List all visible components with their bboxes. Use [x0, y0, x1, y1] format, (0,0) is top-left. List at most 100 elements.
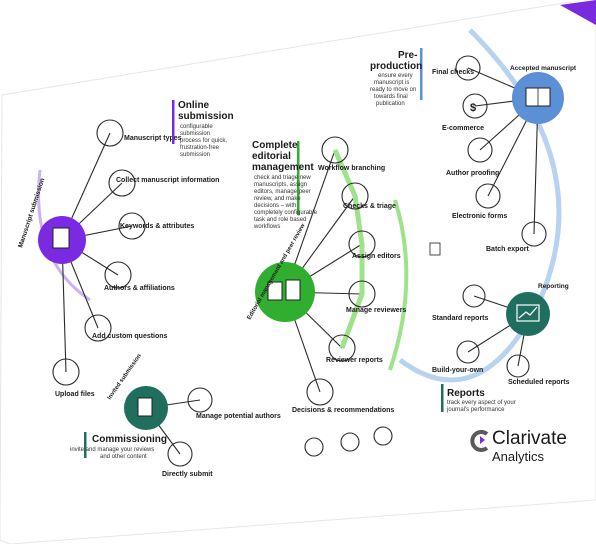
collect-info-node [108, 169, 136, 197]
reporting-cluster: Reporting Standard reports Build-your-ow… [432, 283, 570, 413]
standard-reports-label: Standard reports [432, 315, 489, 322]
electronic-forms-node [475, 183, 501, 209]
complete-desc-3: review, and make [254, 196, 301, 202]
complete-desc-0: check and triage new [254, 175, 311, 181]
custom-questions-label: Add custom questions [92, 333, 168, 340]
build-your-own-label: Build-your-own [432, 367, 483, 374]
mini-node-2 [340, 432, 360, 452]
mini-node-3 [373, 426, 393, 446]
decisions-node [306, 378, 334, 406]
ecommerce-label: E-commerce [442, 125, 484, 132]
keywords-label: Keywords & attributes [120, 223, 194, 230]
corner-accent [560, 0, 596, 25]
reviewer-reports-node [328, 334, 356, 362]
final-checks-node [455, 55, 481, 81]
directly-submit-label: Directly submit [162, 471, 213, 478]
brand-subname: Analytics [492, 449, 545, 464]
author-proofing-node [467, 137, 493, 163]
collect-info-label: Collect manuscript information [116, 177, 219, 184]
checklist-icon [137, 397, 153, 417]
online-desc-3: frustration-free [180, 145, 220, 151]
keywords-node [118, 212, 146, 240]
complete-desc-7: workflows [253, 224, 280, 230]
online-desc-0: configurable [180, 124, 213, 130]
logo-mark [470, 430, 489, 452]
people-icon [267, 281, 283, 301]
reports-title: Reports [447, 388, 485, 399]
complete-editorial-block: Complete editorial management check and … [252, 140, 318, 230]
preproduction-desc-2: ready to move on [370, 87, 416, 93]
invited-cluster: Invited submission Manage potential auth… [70, 353, 281, 478]
accepted-hub-label: Accepted manuscript [510, 65, 577, 72]
complete-desc-5: completely configurable [254, 210, 318, 216]
preproduction-block: Pre- production ensure every manuscript … [370, 48, 423, 107]
complete-title-1: Complete [252, 140, 298, 151]
complete-desc-6: task and role based [254, 217, 306, 223]
checks-triage-label: Checks & triage [343, 203, 396, 210]
reports-desc-0: track every aspect of your [447, 400, 516, 406]
clarivate-logo: Clarivate Analytics [470, 428, 567, 464]
checks-triage-node [341, 182, 369, 210]
workflow-branching-node [321, 136, 349, 164]
online-desc-1: submission [180, 131, 210, 137]
final-checks-label: Final checks [432, 69, 474, 76]
directly-submit-node [167, 441, 193, 467]
dollar-icon: $ [470, 102, 476, 114]
online-desc-4: submission [180, 152, 210, 158]
commissioning-desc-0: invite and manage your reviews [70, 447, 154, 453]
complete-desc-2: editors, manage peer [254, 189, 311, 195]
complete-desc-4: decisions – with [254, 203, 296, 209]
commissioning-desc-1: and other content [100, 454, 147, 460]
reports-desc-1: journal's performance [446, 407, 505, 413]
scheduled-reports-node [506, 354, 530, 378]
complete-title-3: management [252, 162, 314, 173]
author-proofing-label: Author proofing [446, 170, 499, 177]
complete-title-2: editorial [252, 151, 291, 162]
scheduled-reports-label: Scheduled reports [508, 379, 570, 386]
preproduction-desc-3: towards final [374, 94, 408, 100]
reviewer-reports-label: Reviewer reports [326, 357, 383, 364]
online-title-2: submission [178, 111, 234, 122]
authors-label: Authors & affiliations [104, 285, 175, 292]
manuscript-types-node [96, 119, 124, 147]
authors-node [104, 261, 132, 289]
brand-name: Clarivate [492, 428, 567, 449]
manage-potential-label: Manage potential authors [196, 413, 281, 420]
accepted-cluster: Accepted manuscript Final checks $ E-com… [432, 55, 577, 253]
decisions-label: Decisions & recommendations [292, 407, 394, 414]
assign-editors-node [348, 230, 376, 258]
editorial-hub [255, 262, 315, 322]
mini-node-1 [304, 437, 324, 457]
document-icon [52, 227, 70, 249]
preproduction-desc-4: publication [376, 101, 405, 107]
upload-files-label: Upload files [55, 391, 95, 398]
reporting-hub-label: Reporting [538, 283, 569, 290]
chart-icon [516, 304, 540, 322]
commissioning-title: Commissioning [92, 434, 167, 445]
manage-potential-node [187, 387, 213, 413]
preproduction-title-1: Pre- [398, 50, 417, 61]
batch-export-node [521, 221, 547, 247]
online-desc-2: process for quick, [180, 138, 227, 144]
electronic-forms-label: Electronic forms [452, 213, 507, 220]
ecommerce-node [462, 93, 488, 119]
build-your-own-node [456, 340, 480, 364]
manage-reviewers-node [348, 280, 376, 308]
assign-editors-label: Assign editors [352, 253, 401, 260]
preproduction-desc-1: manuscript is [374, 80, 409, 86]
green-arc [388, 199, 409, 371]
batch-export-label: Batch export [486, 246, 529, 253]
standard-reports-node [462, 284, 486, 308]
custom-questions-node [84, 314, 112, 342]
workflow-branching-label: Workflow branching [318, 165, 385, 172]
preproduction-desc-0: ensure every [378, 73, 413, 79]
complete-desc-1: manuscripts, assign [254, 182, 307, 188]
online-title-1: Online [178, 100, 210, 111]
side-doc-icon [429, 242, 441, 256]
preproduction-title-2: production [370, 61, 422, 72]
manage-reviewers-label: Manage reviewers [346, 307, 406, 314]
upload-files-node [52, 358, 80, 386]
manuscript-types-label: Manuscript types [124, 135, 182, 142]
online-submission-block: Online submission configurable submissio… [172, 100, 234, 158]
